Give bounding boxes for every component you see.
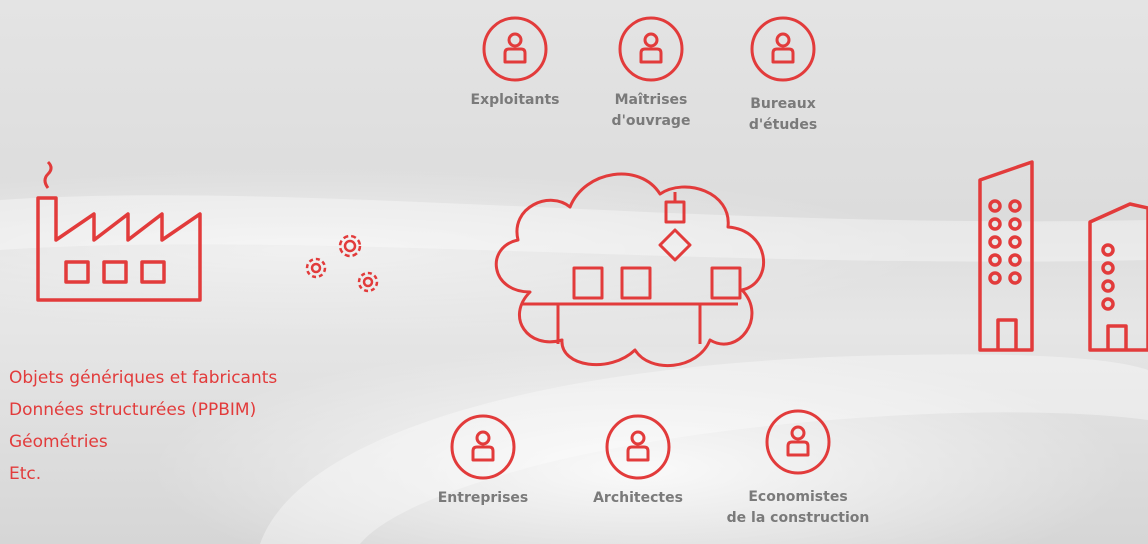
- gears-icon: [305, 234, 379, 293]
- list-item: Données structurées (PPBIM): [9, 400, 257, 420]
- actor-label: Architectes: [593, 490, 683, 506]
- person-circle-icon: [605, 414, 671, 480]
- list-item: Etc.: [9, 464, 42, 484]
- actor-label: Economistes de la construction: [726, 489, 870, 526]
- person-circle-icon: [765, 409, 831, 475]
- list-item: Géométries: [9, 432, 108, 452]
- actor-maitrises-ouvrage: Maîtrises d'ouvrage: [571, 14, 731, 132]
- actor-label: Entreprises: [437, 490, 529, 506]
- cloud-assembly-icon: [494, 172, 766, 368]
- person-circle-icon: [618, 16, 684, 82]
- person-circle-icon: [750, 16, 816, 82]
- list-item: Objets génériques et fabricants: [9, 368, 278, 388]
- actor-architectes: Architectes: [558, 412, 718, 509]
- actor-economistes: Economistes de la construction: [718, 407, 878, 529]
- buildings-icon: [978, 160, 1148, 352]
- actor-label: Maîtrises d'ouvrage: [611, 92, 691, 129]
- actor-exploitants: Exploitants: [435, 14, 595, 111]
- content-list: Objets génériques et fabricants Données …: [9, 362, 277, 490]
- actor-label: Exploitants: [470, 92, 560, 108]
- actor-label: Bureaux d'études: [748, 96, 818, 133]
- factory-icon: [36, 160, 202, 302]
- person-circle-icon: [450, 414, 516, 480]
- person-circle-icon: [482, 16, 548, 82]
- actor-entreprises: Entreprises: [403, 412, 563, 509]
- actor-bureaux-etudes: Bureaux d'études: [703, 14, 863, 136]
